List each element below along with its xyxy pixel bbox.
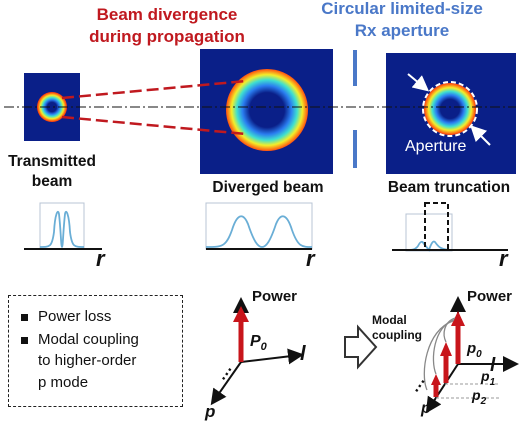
aperture-pointer-bottom <box>470 125 491 146</box>
right-power-label: Power <box>467 288 513 305</box>
right-p0-label-sub: 0 <box>476 349 482 360</box>
effect-modal-coupling: Modal coupling <box>21 331 139 349</box>
right-p1-label-sub: 1 <box>489 376 496 388</box>
right-p1-label: p1 <box>481 368 495 388</box>
effect-line3: p mode <box>38 374 89 391</box>
diverged-profile-r-label: r <box>306 246 315 271</box>
aperture-title: Circular limited-size Rx aperture <box>292 0 512 42</box>
left-p0-label-sub: 0 <box>260 341 267 354</box>
diverged-profile-curve <box>205 215 313 248</box>
effect-power-loss: Power loss <box>21 308 111 326</box>
right-p1-label-main: p <box>481 368 490 384</box>
divergence-title-line1: Beam divergence <box>96 5 238 24</box>
next-step-arrow-icon <box>344 324 378 370</box>
modal-coupling-label: Modal coupling <box>372 313 422 343</box>
modal-coupling-label-line1: Modal <box>372 313 407 327</box>
transmitted-caption-line2: beam <box>31 173 73 190</box>
effect-modal-coupling-text: Modal coupling <box>38 331 139 348</box>
right-p2-label-main: p <box>472 387 481 403</box>
right-p0-label: p0 <box>467 340 482 360</box>
divergence-line-bottom <box>61 115 247 136</box>
aperture-title-line2: Rx aperture <box>354 21 450 40</box>
bullet-icon <box>21 336 28 344</box>
aperture-title-line1: Circular limited-size <box>321 0 483 18</box>
left-l-axis <box>240 348 304 365</box>
truncation-profile-curve <box>405 240 453 252</box>
left-p-label: p <box>205 402 216 421</box>
divergence-line-top <box>61 79 247 100</box>
left-power-arrow-head <box>233 306 249 322</box>
truncation-profile-r-label: r <box>499 246 508 271</box>
coupling-arc-1 <box>443 317 456 343</box>
transmitted-profile-curve <box>39 210 85 248</box>
right-ellipsis-icon: ··· <box>409 375 432 398</box>
left-l-label: l <box>300 343 306 365</box>
transmitted-profile-r-label: r <box>96 246 105 271</box>
right-p-axis <box>425 363 459 414</box>
left-power-label: Power <box>252 288 298 305</box>
right-p2-label-sub: 2 <box>480 395 487 407</box>
truncated-beam-ring <box>424 83 476 135</box>
coupling-arc-3 <box>423 320 454 391</box>
right-power-arrow-p0-head <box>451 311 465 326</box>
diverged-profile-frame <box>205 202 313 250</box>
truncation-profile-frame <box>405 213 453 252</box>
left-p-axis <box>210 361 242 406</box>
truncation-caption: Beam truncation <box>387 179 511 196</box>
right-p2-label: p2 <box>472 387 486 407</box>
right-p0-label-main: p <box>467 340 477 357</box>
effects-box: Power loss Modal coupling to higher-orde… <box>8 295 183 407</box>
diverged-caption: Diverged beam <box>212 179 324 196</box>
divergence-title: Beam divergence during propagation <box>52 4 282 48</box>
left-p0-label: P0 <box>250 333 267 353</box>
aperture-label: Aperture <box>405 138 467 155</box>
right-p-label: p <box>421 400 431 417</box>
left-ellipsis-icon: ··· <box>216 363 239 386</box>
transmitted-caption: Transmitted beam <box>0 152 104 192</box>
effect-power-loss-text: Power loss <box>38 308 112 325</box>
right-power-arrow-p2-head <box>431 374 441 385</box>
bullet-icon <box>21 313 28 321</box>
aperture-circle <box>422 81 478 137</box>
left-p0-label-main: P <box>250 333 261 350</box>
effect-line2: to higher-order <box>38 352 137 369</box>
aperture-pointer-top <box>407 73 430 92</box>
right-l-label: l <box>490 355 496 376</box>
right-power-arrow-p1-head <box>440 342 452 356</box>
modal-coupling-label-line2: coupling <box>372 328 422 342</box>
divergence-title-line2: during propagation <box>89 27 245 46</box>
transmitted-caption-line1: Transmitted <box>8 153 96 170</box>
